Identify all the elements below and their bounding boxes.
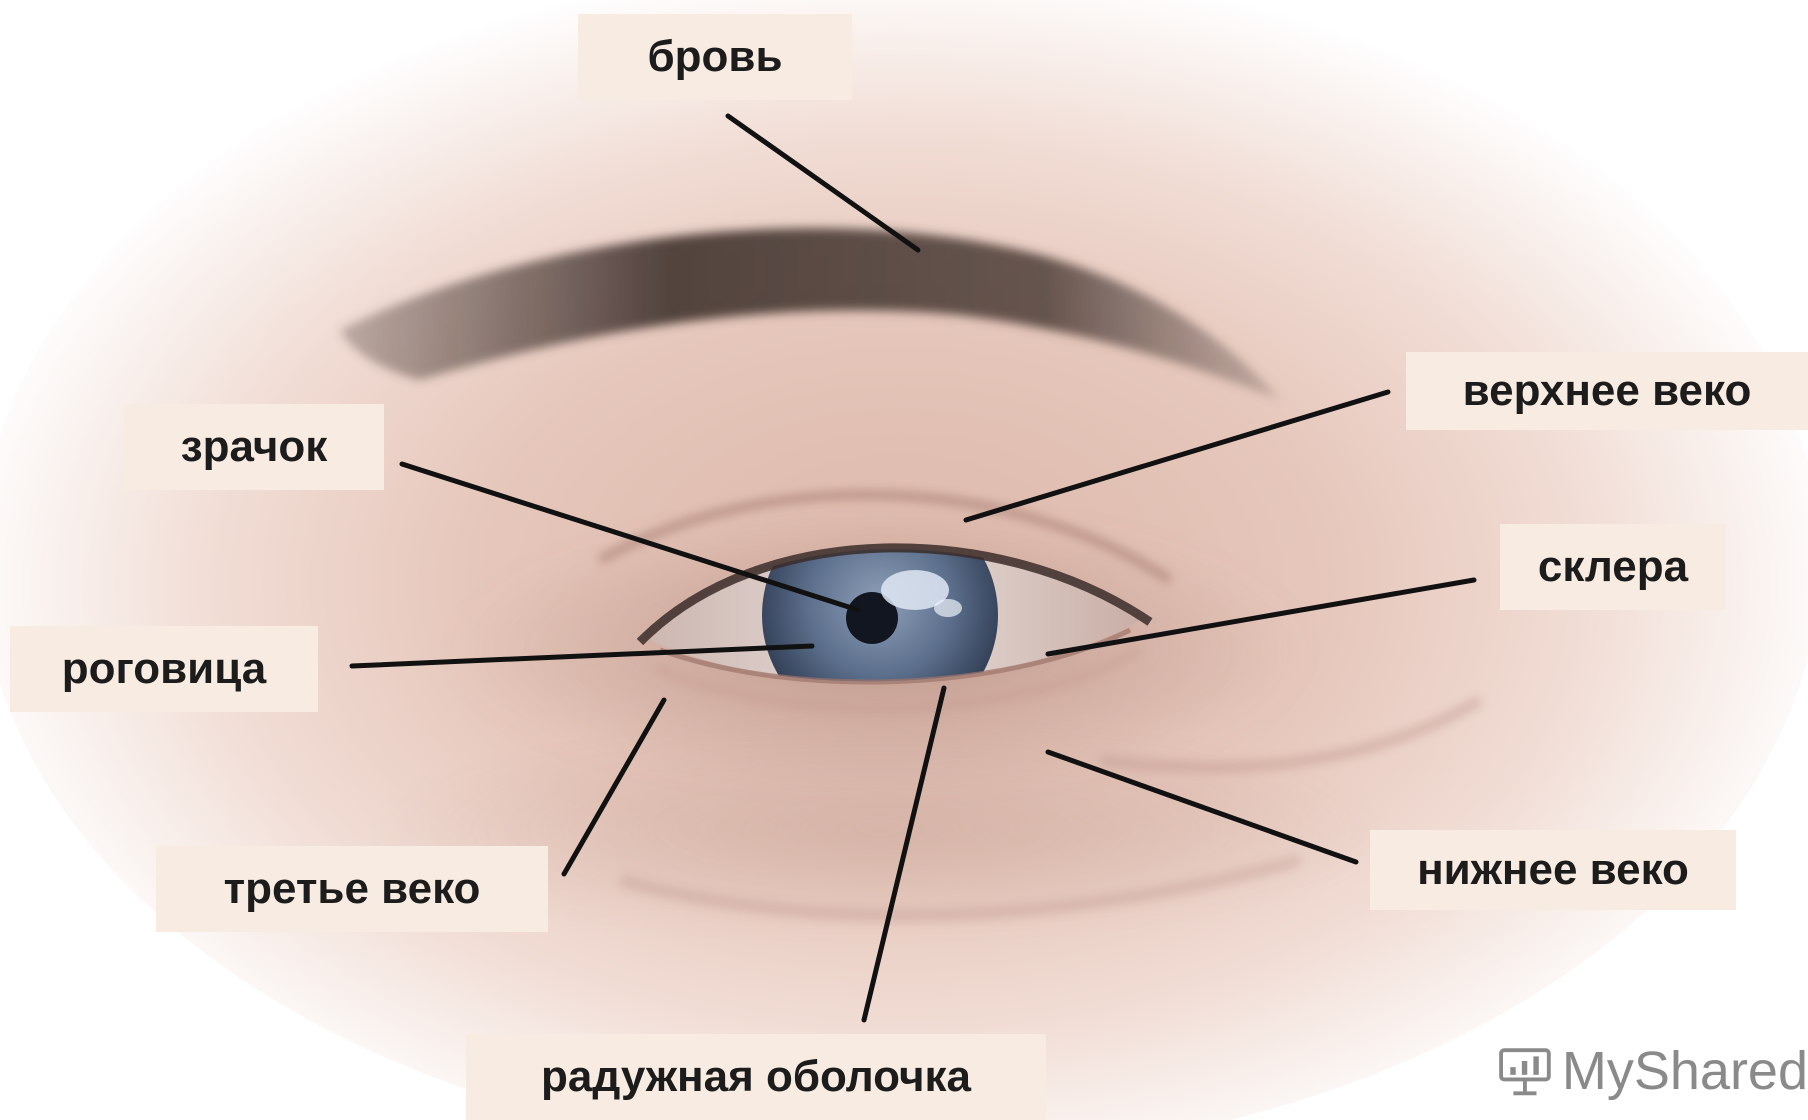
iris-label: радужная оболочка bbox=[466, 1034, 1046, 1120]
presentation-board-icon bbox=[1498, 1038, 1552, 1104]
cornea-label: роговица bbox=[10, 626, 318, 712]
eyebrow-label: бровь bbox=[578, 14, 852, 100]
upper-eyelid-label: верхнее веко bbox=[1406, 352, 1808, 430]
sclera-label: склера bbox=[1500, 524, 1726, 610]
watermark: MyShared bbox=[1498, 1032, 1808, 1110]
pupil-label: зрачок bbox=[124, 404, 384, 490]
third-eyelid-label: третье веко bbox=[156, 846, 548, 932]
watermark-text: MyShared bbox=[1562, 1040, 1808, 1102]
lower-eyelid-label: нижнее веко bbox=[1370, 830, 1736, 910]
